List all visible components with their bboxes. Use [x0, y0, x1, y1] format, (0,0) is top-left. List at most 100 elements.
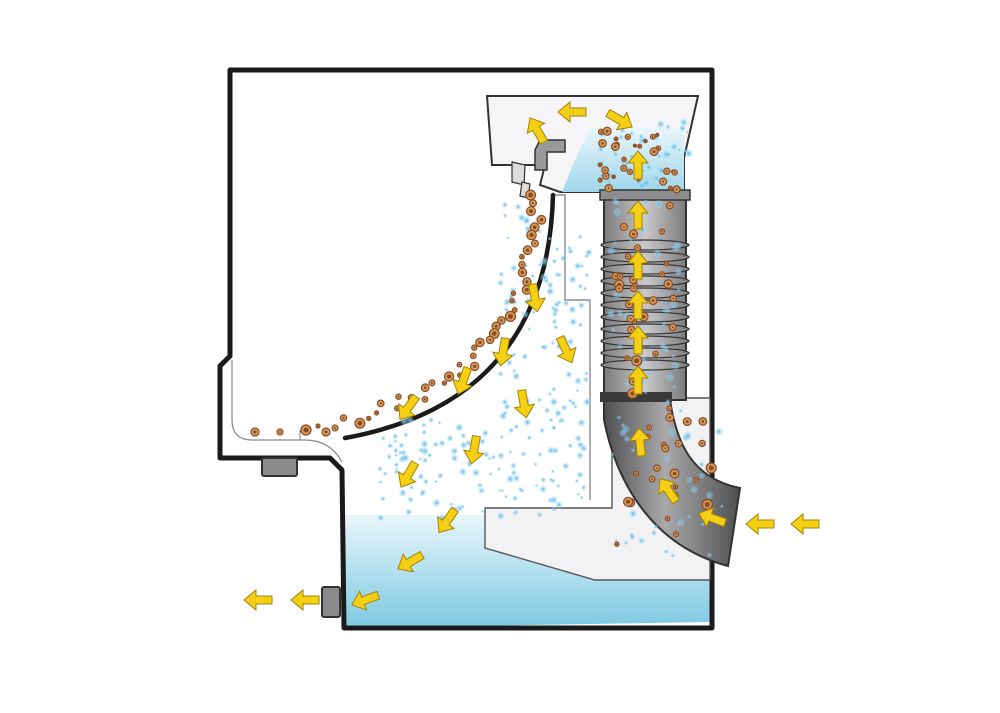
dirt-particle-core [500, 319, 503, 322]
water-droplet [539, 256, 549, 266]
water-droplet [502, 410, 507, 415]
dirt-particle-core [623, 167, 625, 169]
dirt-particle-core [651, 478, 653, 480]
water-droplet [514, 203, 522, 211]
water-droplet [420, 446, 430, 456]
water-droplet [393, 462, 399, 468]
dirt-particle-core [633, 287, 635, 289]
water-droplet [386, 454, 393, 461]
water-droplet [698, 461, 705, 468]
water-droplet [460, 432, 467, 439]
dirt-particle-core [424, 386, 427, 389]
water-droplet [714, 427, 724, 437]
water-droplet [584, 248, 593, 257]
water-droplet [661, 321, 666, 326]
dirt-particle-core [664, 447, 666, 449]
water-droplet [540, 273, 550, 283]
dirt-particle-core [447, 374, 451, 378]
water-droplet [607, 246, 616, 255]
water-droplet [567, 246, 572, 251]
spray-vane [512, 162, 525, 185]
water-droplet [512, 474, 521, 483]
water-droplet [562, 299, 570, 307]
dirt-particle-core [623, 158, 625, 160]
dirt-particle-core [472, 355, 474, 357]
water-droplet [674, 267, 682, 275]
water-droplet [471, 468, 481, 478]
dirt-particle-core [653, 150, 656, 153]
water-droplet [446, 434, 454, 442]
water-droplet [394, 453, 398, 457]
water-droplet [504, 494, 509, 499]
water-droplet [407, 496, 414, 503]
dirt-particle-core [605, 175, 607, 177]
water-droplet [579, 495, 584, 500]
water-droplet [403, 432, 409, 438]
bellows-rib [601, 348, 689, 358]
water-droplet [698, 473, 705, 480]
water-droplet [450, 454, 459, 463]
dirt-particle-core [701, 442, 703, 444]
dirt-particle-core [525, 288, 529, 292]
dirt-particle-core [540, 218, 544, 222]
dirt-particle-core [513, 292, 515, 294]
water-droplet [617, 344, 623, 350]
dirt-particle-core [655, 353, 657, 355]
dirt-particle-core [606, 130, 609, 133]
water-droplet [553, 325, 559, 331]
water-droplet [666, 373, 675, 382]
water-droplet [526, 435, 532, 441]
dirt-particle-core [648, 426, 650, 428]
dirt-particle-core [661, 231, 663, 233]
dirt-particle-core [525, 280, 528, 283]
water-droplet [576, 471, 584, 479]
water-droplet [537, 397, 542, 402]
dirt-particle-core [532, 202, 534, 204]
water-droplet [498, 271, 504, 277]
dirt-particle-core [254, 431, 257, 434]
water-droplet [419, 488, 427, 496]
dirt-particle-core [304, 428, 309, 433]
dirt-particle-core [521, 264, 523, 266]
water-droplet [548, 417, 554, 423]
water-droplet [629, 533, 636, 540]
water-droplet [523, 418, 532, 427]
dirt-particle-core [443, 382, 445, 384]
dirt-particle-core [626, 357, 628, 359]
water-droplet [606, 309, 615, 318]
dirt-particle-core [669, 205, 671, 207]
water-droplet [631, 448, 635, 452]
water-droplet [527, 327, 532, 332]
dirt-particle-core [623, 226, 625, 228]
dirt-particle-core [632, 381, 634, 383]
dirt-particle-core [686, 420, 689, 423]
dirt-particle-core [529, 209, 533, 213]
dirt-particle-core [526, 248, 530, 252]
water-droplet [512, 372, 521, 381]
water-droplet [685, 130, 690, 135]
water-droplet [517, 213, 526, 222]
water-droplet [686, 477, 693, 484]
water-droplet [664, 455, 671, 462]
water-droplet [438, 439, 446, 447]
dirt-particle-core [615, 138, 617, 140]
water-droplet [623, 540, 628, 545]
flow-arrow [512, 388, 537, 419]
water-droplet [575, 478, 580, 483]
dirt-particle-core [702, 420, 705, 423]
dirt-particle-core [521, 256, 523, 258]
dirt-particle-core [334, 427, 336, 429]
dirt-particle-core [709, 466, 714, 471]
water-droplet [651, 529, 658, 536]
water-droplet [584, 371, 589, 376]
water-droplet [577, 283, 583, 289]
water-droplet [521, 353, 529, 361]
dirt-particle-core [528, 193, 533, 198]
water-droplet [612, 151, 618, 157]
dirt-particle-core [630, 318, 632, 320]
water-droplet [377, 465, 384, 472]
dirt-particle-core [473, 365, 476, 368]
water-droplet [575, 389, 579, 393]
water-droplet [434, 479, 438, 483]
